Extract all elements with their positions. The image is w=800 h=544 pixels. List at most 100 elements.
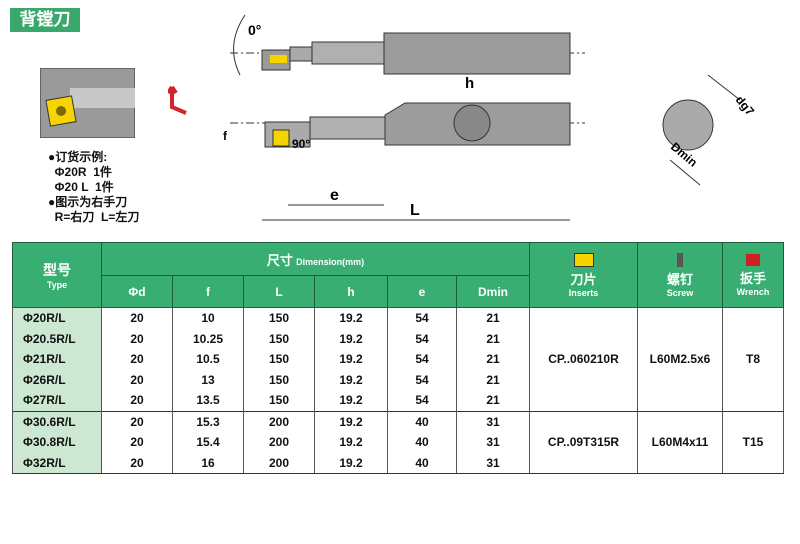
col-dmin: Dmin <box>456 275 530 308</box>
cell: 19.2 <box>314 452 388 474</box>
svg-text:L: L <box>410 202 420 219</box>
cell: 54 <box>387 307 457 329</box>
cell: 20 <box>101 349 173 370</box>
cell: 54 <box>387 349 457 370</box>
cell: 21 <box>456 369 530 390</box>
red-arrow-icon <box>168 85 187 115</box>
cell: 10 <box>172 307 244 329</box>
cell: 15.4 <box>172 432 244 453</box>
cell: 20 <box>101 452 173 474</box>
wrench-icon <box>746 253 760 266</box>
col-h: h <box>314 275 388 308</box>
cell: 150 <box>243 307 315 329</box>
note-line: ●图示为右手刀 <box>48 195 128 209</box>
col-L: L <box>243 275 315 308</box>
cell: Φ20.5R/L <box>12 328 102 349</box>
screw-icon <box>677 252 683 267</box>
cell: 31 <box>456 410 530 432</box>
cell: 200 <box>243 452 315 474</box>
col-f: f <box>172 275 244 308</box>
note-line: Φ20R 1件 <box>48 165 112 179</box>
cell: 19.2 <box>314 390 388 411</box>
col-e: e <box>387 275 457 308</box>
cell: 10.5 <box>172 349 244 370</box>
cell: 21 <box>456 390 530 411</box>
cell: 20 <box>101 328 173 349</box>
cell: 20 <box>101 369 173 390</box>
wrench-cell: T8 <box>722 307 784 412</box>
svg-text:h: h <box>465 75 474 92</box>
cell: 31 <box>456 452 530 474</box>
cell: 20 <box>101 390 173 411</box>
cell: 19.2 <box>314 328 388 349</box>
cell: Φ26R/L <box>12 369 102 390</box>
wrench-cell: T15 <box>722 410 784 474</box>
cell: 54 <box>387 328 457 349</box>
cell: 200 <box>243 410 315 432</box>
cell: 54 <box>387 369 457 390</box>
cell: 21 <box>456 328 530 349</box>
svg-text:0°: 0° <box>248 22 261 38</box>
cell: 150 <box>243 369 315 390</box>
cell: 150 <box>243 390 315 411</box>
cell: 150 <box>243 349 315 370</box>
cell: 13.5 <box>172 390 244 411</box>
tool-drawing: 0° 90° h f e L <box>223 14 585 221</box>
cell: 16 <box>172 452 244 474</box>
section-drawing: dg7 Dmin <box>662 74 757 186</box>
cell: 40 <box>387 432 457 453</box>
note-line: ●订货示例: <box>48 150 108 164</box>
cell: 10.25 <box>172 328 244 349</box>
col-d: Φd <box>101 275 173 308</box>
cell: 19.2 <box>314 432 388 453</box>
cell: Φ32R/L <box>12 452 102 474</box>
cell: 40 <box>387 410 457 432</box>
insert-icon <box>573 252 594 267</box>
cell: 19.2 <box>314 307 388 329</box>
insert-cell: CP..09T315R <box>529 410 638 474</box>
cell: 21 <box>456 307 530 329</box>
cell: 19.2 <box>314 349 388 370</box>
cell: 19.2 <box>314 410 388 432</box>
cell: 13 <box>172 369 244 390</box>
cell: 20 <box>101 307 173 329</box>
page-title: 背镗刀 <box>10 8 80 32</box>
svg-text:90°: 90° <box>292 137 310 151</box>
cell: 150 <box>243 328 315 349</box>
cell: 54 <box>387 390 457 411</box>
cell: 15.3 <box>172 410 244 432</box>
cell: 40 <box>387 452 457 474</box>
screw-cell: L60M4x11 <box>637 410 723 474</box>
cell: 200 <box>243 432 315 453</box>
insert-cell: CP..060210R <box>529 307 638 412</box>
cell: Φ20R/L <box>12 307 102 329</box>
note-line: R=右刀 L=左刀 <box>48 210 140 224</box>
cell: Φ30.8R/L <box>12 432 102 453</box>
cell: 21 <box>456 349 530 370</box>
insert-closeup-image <box>40 68 135 138</box>
order-notes: ●订货示例: Φ20R 1件 Φ20 L 1件●图示为右手刀 R=右刀 L=左刀 <box>48 150 139 225</box>
cell: 20 <box>101 432 173 453</box>
cell: Φ27R/L <box>12 390 102 411</box>
cell: 31 <box>456 432 530 453</box>
screw-cell: L60M2.5x6 <box>637 307 723 412</box>
note-line: Φ20 L 1件 <box>48 180 114 194</box>
cell: Φ30.6R/L <box>12 410 102 432</box>
dimension-header: 尺寸 Dimension(mm) <box>101 242 530 276</box>
cell: 20 <box>101 410 173 432</box>
cell: 19.2 <box>314 369 388 390</box>
svg-text:f: f <box>223 129 228 143</box>
